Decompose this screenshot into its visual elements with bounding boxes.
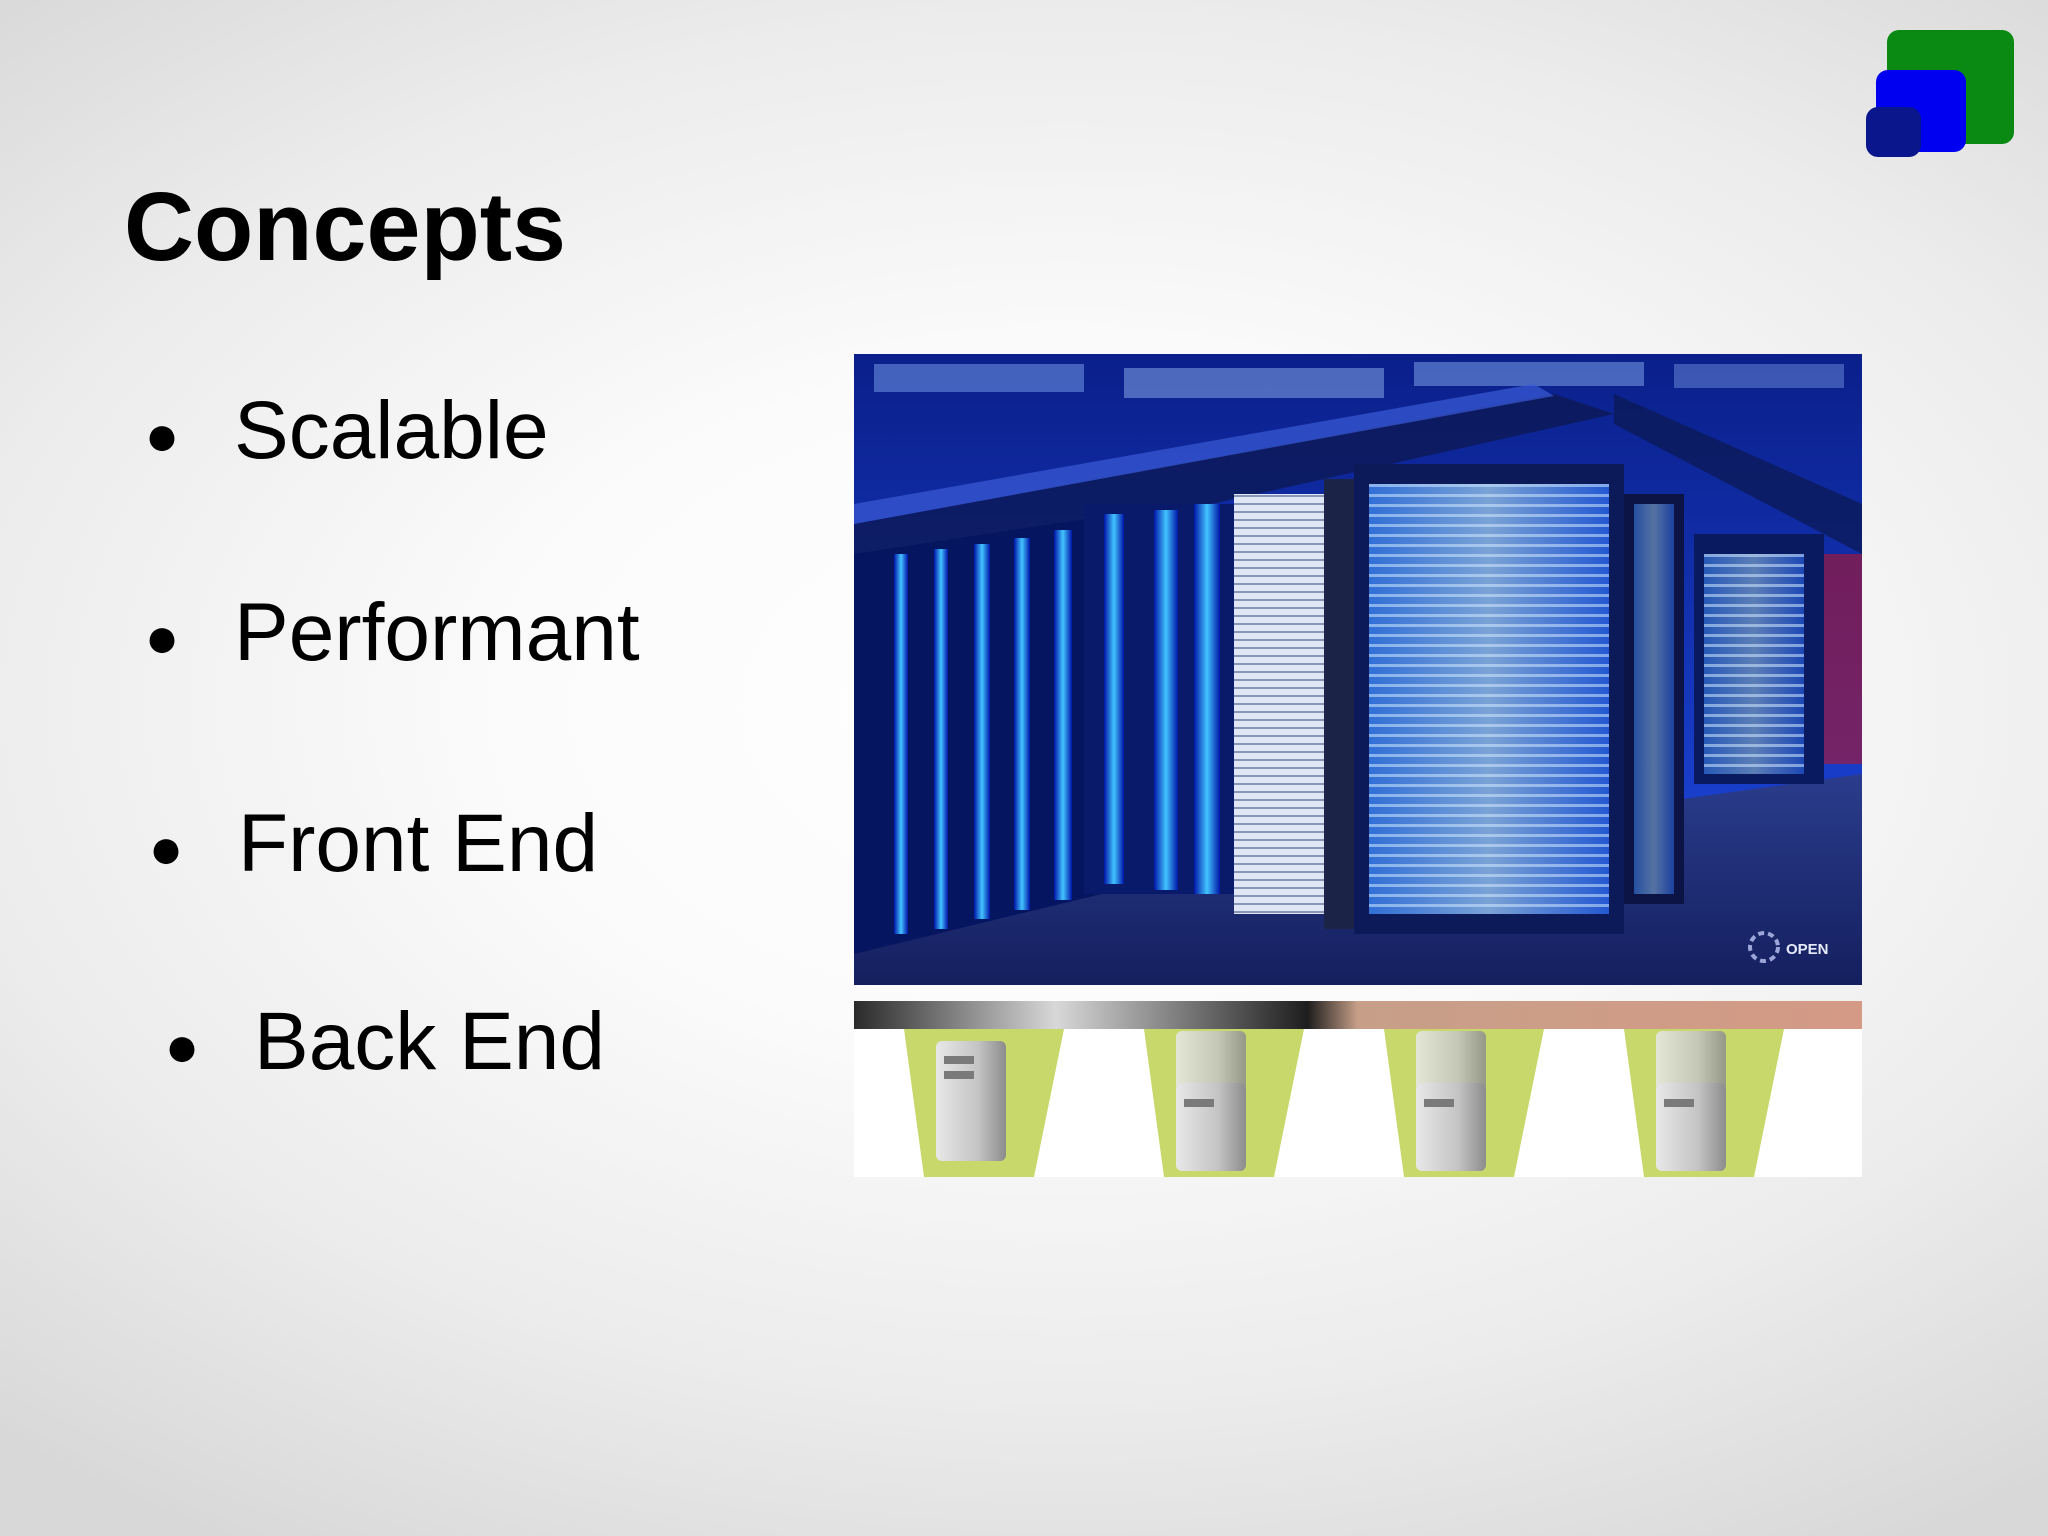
- bullet-item-front-end: ●Front End: [134, 803, 598, 885]
- photo-watermark: OPEN: [1786, 941, 1829, 958]
- bullet-label: Scalable: [234, 385, 549, 476]
- bullet-label: Front End: [238, 798, 599, 889]
- bullet-icon: ●: [144, 403, 180, 469]
- server-tower-icon: [1624, 1029, 1784, 1177]
- bullet-icon: ●: [164, 1014, 200, 1080]
- slide-title: Concepts: [124, 172, 566, 281]
- bullet-label: Performant: [234, 587, 640, 678]
- bullet-item-scalable: ●Scalable: [130, 390, 548, 472]
- server-tower-icon: [1384, 1029, 1544, 1177]
- server-tower-icon: [904, 1029, 1064, 1177]
- bullet-icon: ●: [144, 605, 180, 671]
- bullet-icon: ●: [148, 816, 184, 882]
- server-strip-image: [854, 1001, 1862, 1177]
- bullet-item-back-end: ●Back End: [150, 1001, 605, 1083]
- datacenter-photo: OPEN: [854, 354, 1862, 985]
- brand-logo: [1866, 30, 2014, 160]
- bullet-label: Back End: [254, 996, 605, 1087]
- server-tower-icon: [1144, 1029, 1304, 1177]
- logo-navy-square: [1866, 107, 1921, 157]
- bullet-item-performant: ●Performant: [130, 592, 639, 674]
